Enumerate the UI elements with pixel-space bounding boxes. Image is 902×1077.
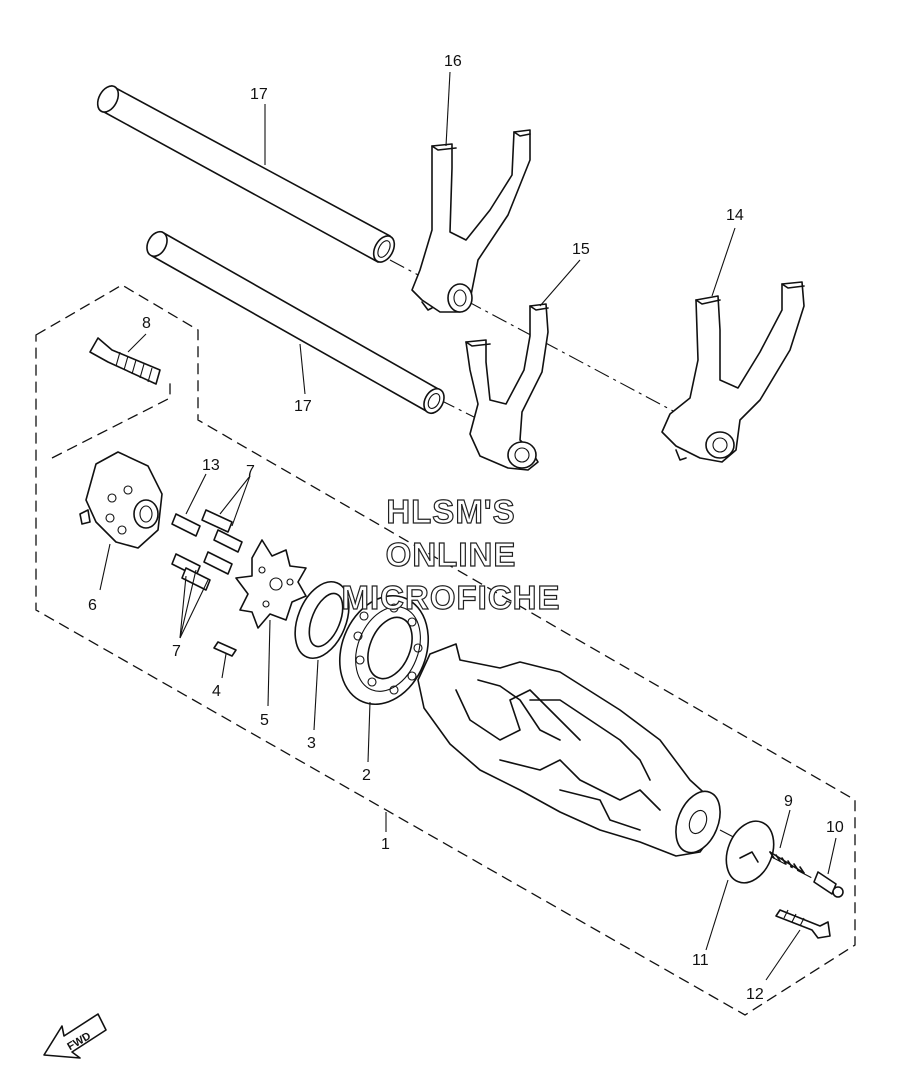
callout-6: 6 [88, 597, 97, 614]
assembly-boundary [35, 284, 856, 1016]
shift-fork-14 [661, 281, 805, 463]
callout-7-lower: 7 [172, 643, 181, 660]
callout-11: 11 [692, 952, 709, 969]
callout-9: 9 [784, 793, 793, 810]
callout-8: 8 [142, 315, 151, 332]
callout-4: 4 [212, 683, 221, 700]
shift-fork-15 [465, 303, 549, 471]
callout-13: 13 [202, 457, 220, 474]
shift-fork-shaft-upper [96, 85, 396, 263]
washer-3 [294, 581, 350, 659]
pins-group [171, 509, 243, 591]
watermark-line-1: HLSM'S [386, 493, 515, 530]
callout-17-lower: 17 [294, 398, 312, 415]
pin-4 [213, 641, 237, 657]
shift-drum [417, 643, 721, 857]
callout-1: 1 [381, 836, 390, 853]
fork-axis-line-2 [439, 399, 501, 431]
screw-12 [775, 909, 831, 939]
leader-lines [99, 71, 837, 981]
callout-labels: 16 17 15 14 8 17 13 7 6 7 4 5 3 2 1 9 10… [88, 53, 844, 1003]
bearing-2 [338, 594, 430, 706]
screw-8 [89, 337, 161, 385]
watermark-line-2: ONLINE [386, 536, 517, 573]
shift-fork-shaft-lower [146, 230, 445, 415]
callout-5: 5 [260, 712, 269, 729]
callout-10: 10 [826, 819, 844, 836]
callout-14: 14 [726, 207, 744, 224]
stopper-plate-5 [235, 539, 307, 629]
sub-boundary [51, 380, 171, 459]
spring-9 [769, 851, 805, 874]
pin-10 [813, 871, 844, 898]
callout-15: 15 [572, 241, 590, 258]
callout-17-upper: 17 [250, 86, 268, 103]
watermark-line-3: MICROFICHE [342, 579, 561, 616]
segment-6 [79, 451, 163, 549]
callout-16: 16 [444, 53, 462, 70]
callout-12: 12 [746, 986, 764, 1003]
callout-2: 2 [362, 767, 371, 784]
fork-axis-line [389, 259, 691, 421]
fwd-arrow-icon: FWD [43, 1013, 107, 1059]
shift-fork-16 [411, 129, 531, 313]
plate-11 [725, 820, 775, 884]
watermark: HLSM'S ONLINE MICROFICHE [341, 492, 561, 616]
callout-3: 3 [307, 735, 316, 752]
callout-7-upper: 7 [246, 463, 255, 480]
